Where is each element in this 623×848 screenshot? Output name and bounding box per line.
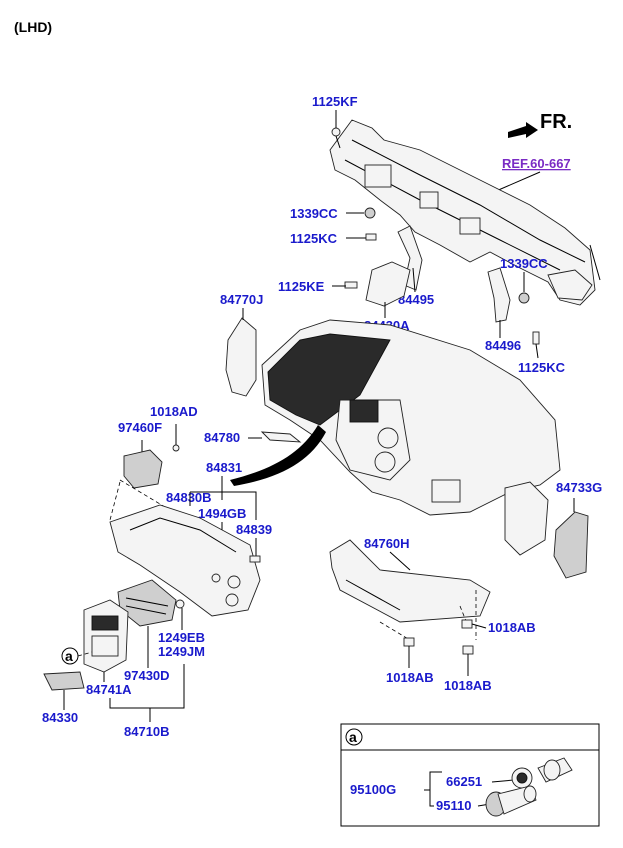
label-1339CC-b: 1339CC [500, 256, 548, 271]
bolt-1125KC-a [365, 233, 377, 241]
leader-84495 [412, 267, 416, 293]
screw-1249EB [175, 599, 185, 609]
label-1249JM: 1249JM [158, 644, 205, 659]
tray-84330 [43, 671, 85, 691]
screw-1018AD [172, 424, 180, 452]
dash-84760H-a [379, 621, 411, 641]
bolt-1125KC-b [532, 331, 540, 345]
label-84733G: 84733G [556, 480, 602, 495]
label-1018AB-c: 1018AB [444, 678, 492, 693]
label-84710B: 84710B [124, 724, 170, 739]
label-84780: 84780 [204, 430, 240, 445]
nut-1339CC-b [518, 292, 530, 304]
cigar-lighter-socket [511, 757, 573, 789]
vent-97430D [117, 579, 177, 627]
bolt-1125KE [344, 281, 358, 289]
crash-pad-assembly [261, 319, 561, 556]
label-95100G: 95100G [350, 782, 396, 797]
lower-panel-84760H [329, 539, 491, 623]
label-1339CC-a: 1339CC [290, 206, 338, 221]
label-84330: 84330 [42, 710, 78, 725]
side-trim-84770J [225, 317, 257, 397]
leader-84760H [389, 551, 411, 571]
cigar-lighter-plug [485, 785, 537, 817]
leader-1018AB-a [471, 623, 487, 629]
bracket-84831 [190, 491, 257, 520]
label-1018AB-b: 1018AB [386, 670, 434, 685]
nut-1339CC-a [364, 207, 376, 219]
seal-84780 [260, 431, 302, 443]
label-1018AB-a: 1018AB [488, 620, 536, 635]
assembly-arrow [230, 425, 326, 486]
bracket-84710B [109, 664, 185, 709]
cowl-cross-member [329, 119, 601, 306]
label-1018AD: 1018AD [150, 404, 198, 419]
label-84830B: 84830B [166, 490, 212, 505]
label-97460F: 97460F [118, 420, 162, 435]
dash-97460F [119, 479, 171, 511]
switch-97460F [123, 449, 163, 489]
label-84760H: 84760H [364, 536, 410, 551]
label-84495: 84495 [398, 292, 434, 307]
clip-1018AB-b [403, 637, 415, 647]
clip-84839 [249, 555, 261, 563]
label-1249EB: 1249EB [158, 630, 205, 645]
label-95110: 95110 [436, 798, 471, 813]
callout-marker: a [65, 648, 73, 664]
label-84770J: 84770J [220, 292, 263, 307]
end-cover-84733G [553, 511, 589, 579]
cluster-facia-panel [109, 504, 261, 617]
label-97430D: 97430D [124, 668, 170, 683]
page-title: (LHD) [14, 19, 52, 35]
label-1125KC-a: 1125KC [290, 231, 338, 246]
label-84839: 84839 [236, 522, 272, 537]
center-facia-84741A [83, 599, 129, 673]
label-1125KF: 1125KF [312, 94, 358, 109]
inset-marker: a [349, 729, 357, 745]
label-84831: 84831 [206, 460, 242, 475]
front-direction-arrow: FR. [508, 111, 572, 138]
bracket-84495 [397, 225, 423, 291]
callout-leader [77, 651, 93, 657]
label-84741A: 84741A [86, 682, 132, 697]
bracket-84430A [365, 261, 411, 307]
label-1125KE: 1125KE [278, 279, 325, 294]
inset-detail-a: a 95100G 66251 95110 [340, 723, 600, 827]
front-label: FR. [540, 111, 572, 133]
label-66251: 66251 [446, 774, 482, 789]
label-1494GB: 1494GB [198, 506, 246, 521]
label-84496: 84496 [485, 338, 521, 353]
leader-1125KC-b [535, 343, 539, 359]
dash-panel [109, 481, 121, 521]
bracket-84496 [487, 267, 511, 323]
clip-1018AB-c [462, 645, 474, 655]
clip-1018AB-a [461, 619, 473, 629]
label-1125KC-b: 1125KC [518, 360, 566, 375]
ref-link[interactable]: REF.60-667 [502, 156, 571, 171]
